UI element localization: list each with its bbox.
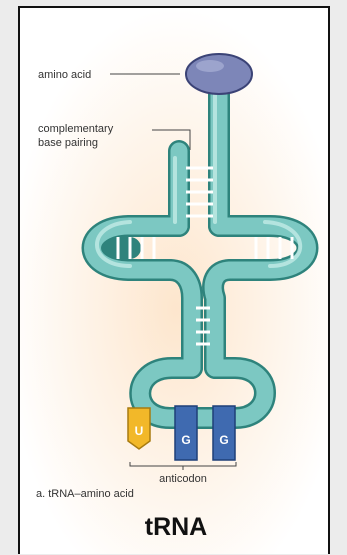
trna-diagram: U G G amino acid complementary base pair…	[20, 8, 330, 554]
figure-title: tRNA	[20, 513, 330, 542]
g-base-1-label: G	[181, 433, 190, 447]
pairing-label-line2: base pairing	[38, 137, 98, 149]
g-base-2: G	[213, 406, 235, 460]
diagram-panel: U G G amino acid complementary base pair…	[18, 6, 330, 554]
amino-acid-label: amino acid	[38, 69, 91, 81]
pairing-label-line1: complementary	[38, 123, 114, 135]
amino-acid-highlight	[196, 60, 224, 72]
u-base-label: U	[135, 424, 144, 438]
anticodon-label: anticodon	[159, 473, 207, 485]
u-base: U	[128, 408, 150, 449]
amino-acid-shape	[186, 54, 252, 94]
figure-caption: a. tRNA–amino acid	[36, 488, 134, 500]
g-base-2-label: G	[219, 433, 228, 447]
g-base-1: G	[175, 406, 197, 460]
